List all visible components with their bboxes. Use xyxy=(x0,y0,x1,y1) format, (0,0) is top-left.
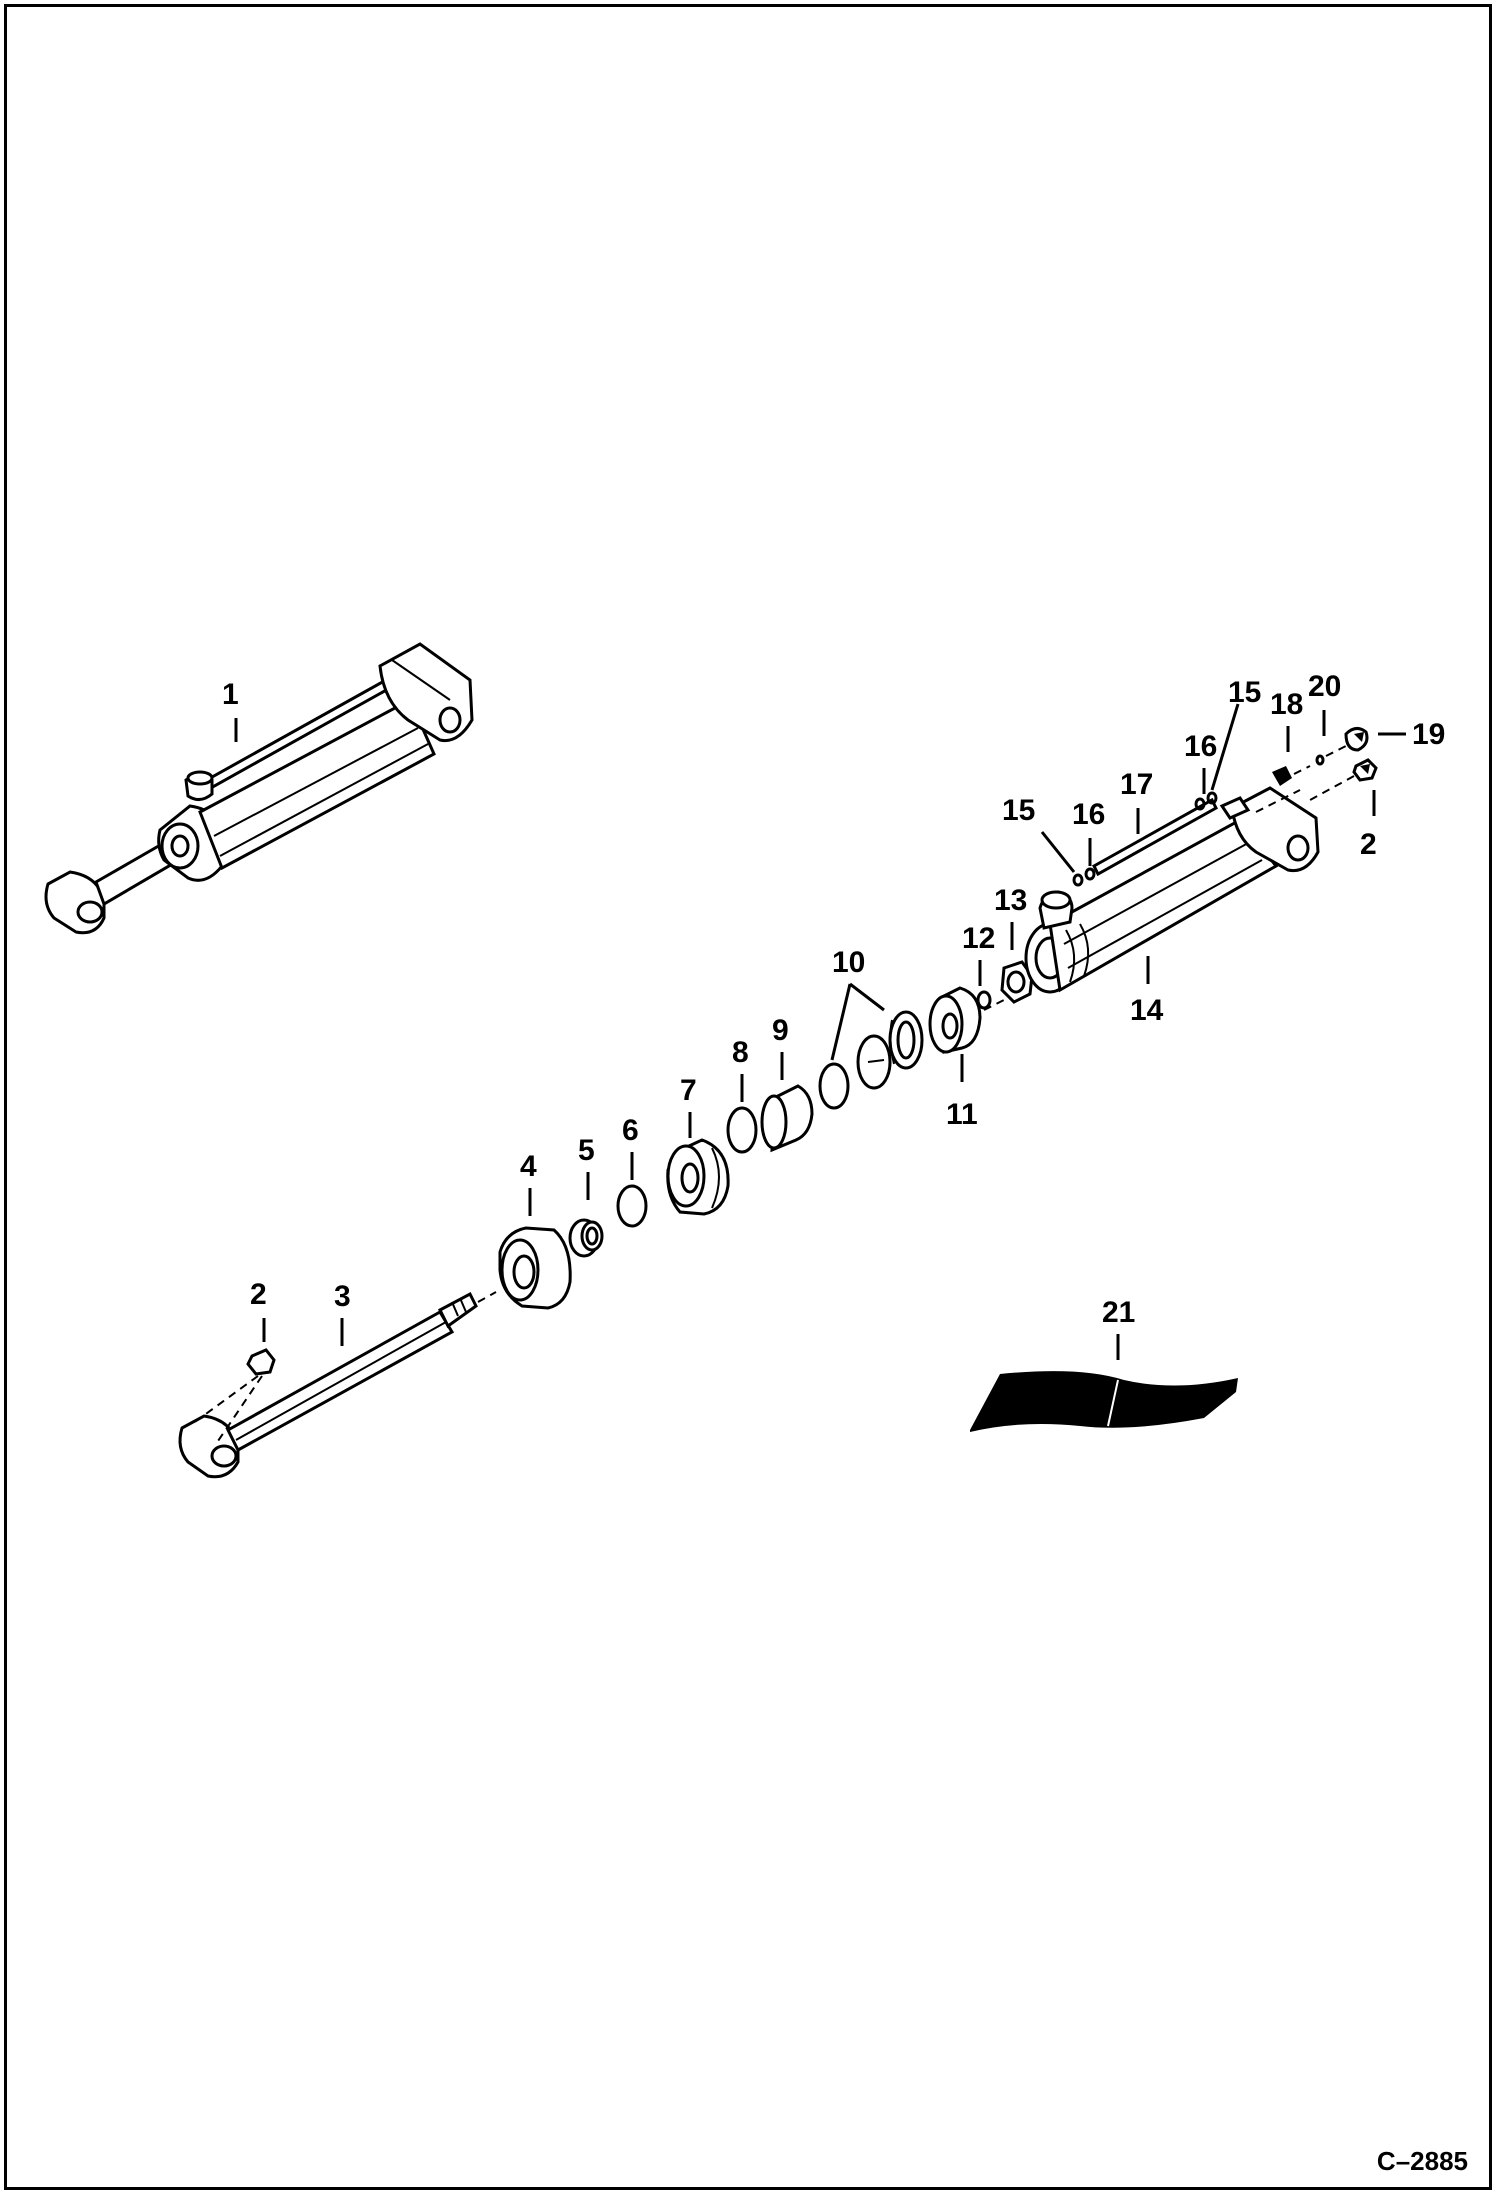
callout-4: 4 xyxy=(520,1150,537,1183)
part-10-rings xyxy=(818,1010,924,1110)
callout-2-upper: 2 xyxy=(1360,828,1377,861)
callout-6: 6 xyxy=(622,1114,639,1147)
callout-10: 10 xyxy=(832,946,865,979)
assembled-cylinder xyxy=(44,642,474,935)
callout-17: 17 xyxy=(1120,768,1153,801)
part-7-head xyxy=(666,1138,730,1216)
callout-2-lower: 2 xyxy=(250,1278,267,1311)
part-14-barrel xyxy=(1024,786,1320,994)
callout-15-upper: 15 xyxy=(1228,676,1261,709)
part-17-tube xyxy=(1092,797,1218,877)
part-13-nut xyxy=(1000,960,1034,1004)
callout-12: 12 xyxy=(962,922,995,955)
part-11-piston xyxy=(928,986,1005,1054)
part-5-seal xyxy=(568,1218,604,1258)
part-4-gland xyxy=(498,1226,572,1310)
diagram-border xyxy=(4,4,1492,2190)
part-9-spacer xyxy=(760,1084,814,1153)
part-8-o-ring xyxy=(726,1106,758,1154)
part-6-o-ring xyxy=(616,1184,648,1228)
callout-14: 14 xyxy=(1130,994,1164,1027)
callout-19: 19 xyxy=(1412,718,1445,751)
callout-3: 3 xyxy=(334,1280,351,1313)
callout-labels: 1 2 2 3 4 5 6 7 8 9 10 11 12 13 14 15 15… xyxy=(222,670,1445,1329)
callout-9: 9 xyxy=(772,1014,789,1047)
figure-id: C–2885 xyxy=(1377,2146,1468,2176)
piston-rod xyxy=(178,1291,497,1479)
callout-21: 21 xyxy=(1102,1296,1135,1329)
upper-right-fittings xyxy=(1272,727,1378,801)
callout-5: 5 xyxy=(578,1134,595,1167)
parts-15-16-o-rings xyxy=(1072,789,1301,887)
callout-15-lower: 15 xyxy=(1002,794,1035,827)
callout-16-lower: 16 xyxy=(1072,798,1105,831)
callout-7: 7 xyxy=(680,1074,697,1107)
part-12-o-ring xyxy=(976,990,992,1010)
callout-13: 13 xyxy=(994,884,1027,917)
callout-20: 20 xyxy=(1308,670,1341,703)
callout-16-upper: 16 xyxy=(1184,730,1217,763)
part-21-decal xyxy=(970,1371,1238,1432)
leader-lines xyxy=(234,703,1406,1360)
callout-18: 18 xyxy=(1270,688,1303,721)
callout-11: 11 xyxy=(946,1098,978,1131)
callout-8: 8 xyxy=(732,1036,749,1069)
callout-1: 1 xyxy=(222,678,239,711)
